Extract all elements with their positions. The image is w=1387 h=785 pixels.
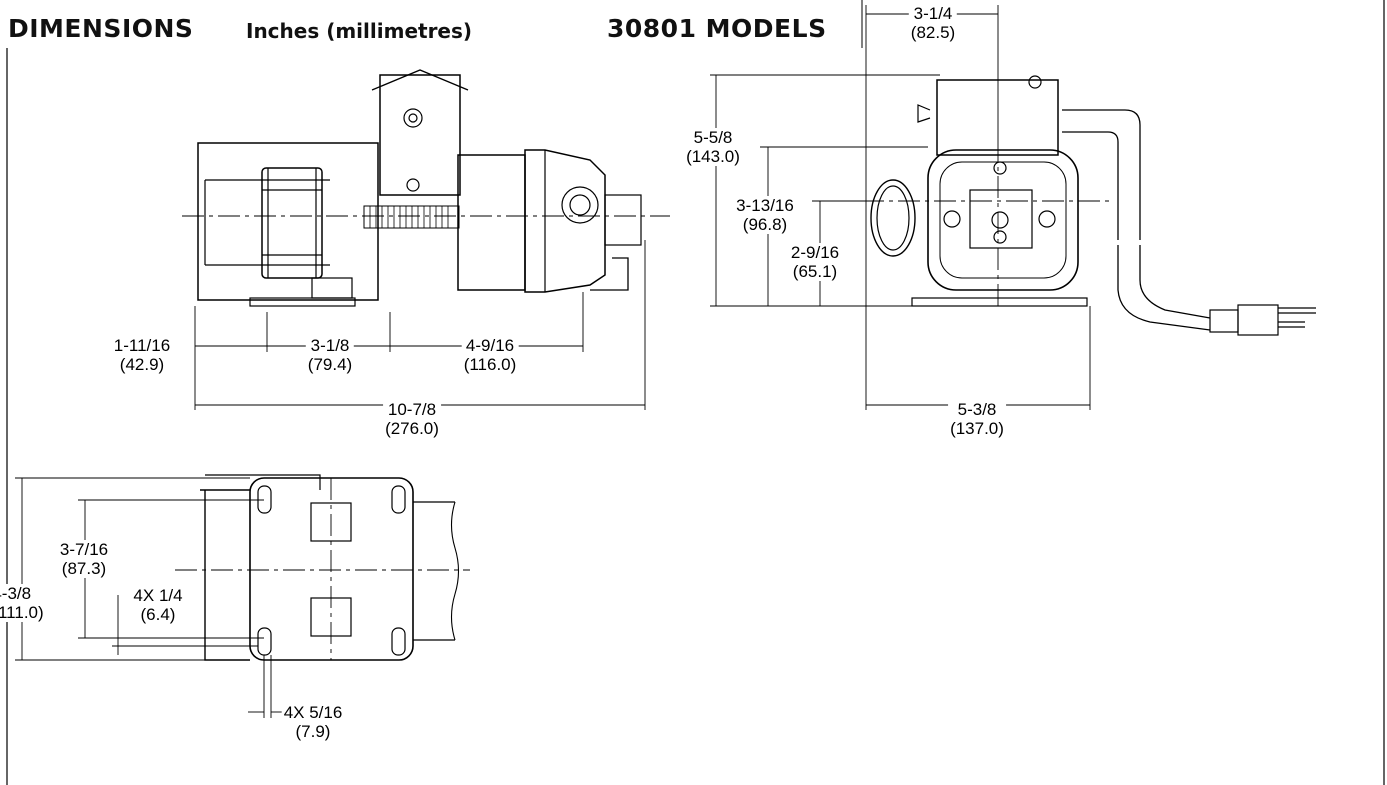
dim-end-base-width: 5-3/8(137.0) [948,400,1006,438]
dim-inch: 3-1/8 [310,336,350,355]
dim-mm: (96.8) [742,215,788,234]
end-dimension-lines [710,5,1091,410]
dim-side-c: 4-9/16(116.0) [461,336,519,374]
end-view [862,75,1316,336]
dim-inch: 10-7/8 [387,400,437,419]
dim-inch: 3-1/4 [913,4,953,23]
dim-side-total: 10-7/8(276.0) [383,400,441,438]
dim-plan-slot-b: 4X 5/16(7.9) [281,703,345,741]
sheet-border [6,0,1385,785]
plan-view [175,474,470,661]
dim-inch: 4-3/8 [0,584,32,603]
dim-inch: 1-11/16 [113,336,171,355]
dim-mm: (276.0) [385,419,439,438]
dim-inch: 4-9/16 [465,336,515,355]
dim-inch: 5-3/8 [957,400,997,419]
dim-mm: (42.9) [119,355,165,374]
dim-mm: (6.4) [140,605,176,624]
dim-mm: (87.3) [61,559,107,578]
dim-inch: 2-9/16 [790,243,840,262]
model-label: 30801 MODELS [607,14,827,43]
dim-mm: (65.1) [792,262,838,281]
dim-mm: (111.0) [0,603,44,622]
side-view [182,69,670,307]
dim-mm: (79.4) [307,355,353,374]
dim-inch: 4X 5/16 [283,703,343,722]
units-label: Inches (millimetres) [246,19,473,43]
dim-mm: (7.9) [295,722,331,741]
drawing-title: DIMENSIONS [8,14,194,43]
dim-end-height-mid: 3-13/16(96.8) [734,196,796,234]
dim-inch: 5-5/8 [693,128,733,147]
dim-mm: (143.0) [686,147,740,166]
dim-mm: (137.0) [950,419,1004,438]
dim-side-b: 3-1/8(79.4) [305,336,355,374]
dim-plan-outer: 4-3/8(111.0) [0,584,46,622]
plan-dimension-lines [15,477,287,718]
dim-end-height-axis: 2-9/16(65.1) [788,243,842,281]
dim-inch: 3-7/16 [59,540,109,559]
dim-plan-slot-a: 4X 1/4(6.4) [131,586,185,624]
dim-inch: 3-13/16 [736,196,794,215]
dim-end-top-width: 3-1/4(82.5) [908,4,958,42]
dim-side-a: 1-11/16(42.9) [111,336,173,374]
dim-plan-holes: 3-7/16(87.3) [57,540,111,578]
dim-mm: (82.5) [910,23,956,42]
dim-end-height-total: 5-5/8(143.0) [684,128,742,166]
dim-inch: 4X 1/4 [133,586,183,605]
dim-mm: (116.0) [463,355,517,374]
